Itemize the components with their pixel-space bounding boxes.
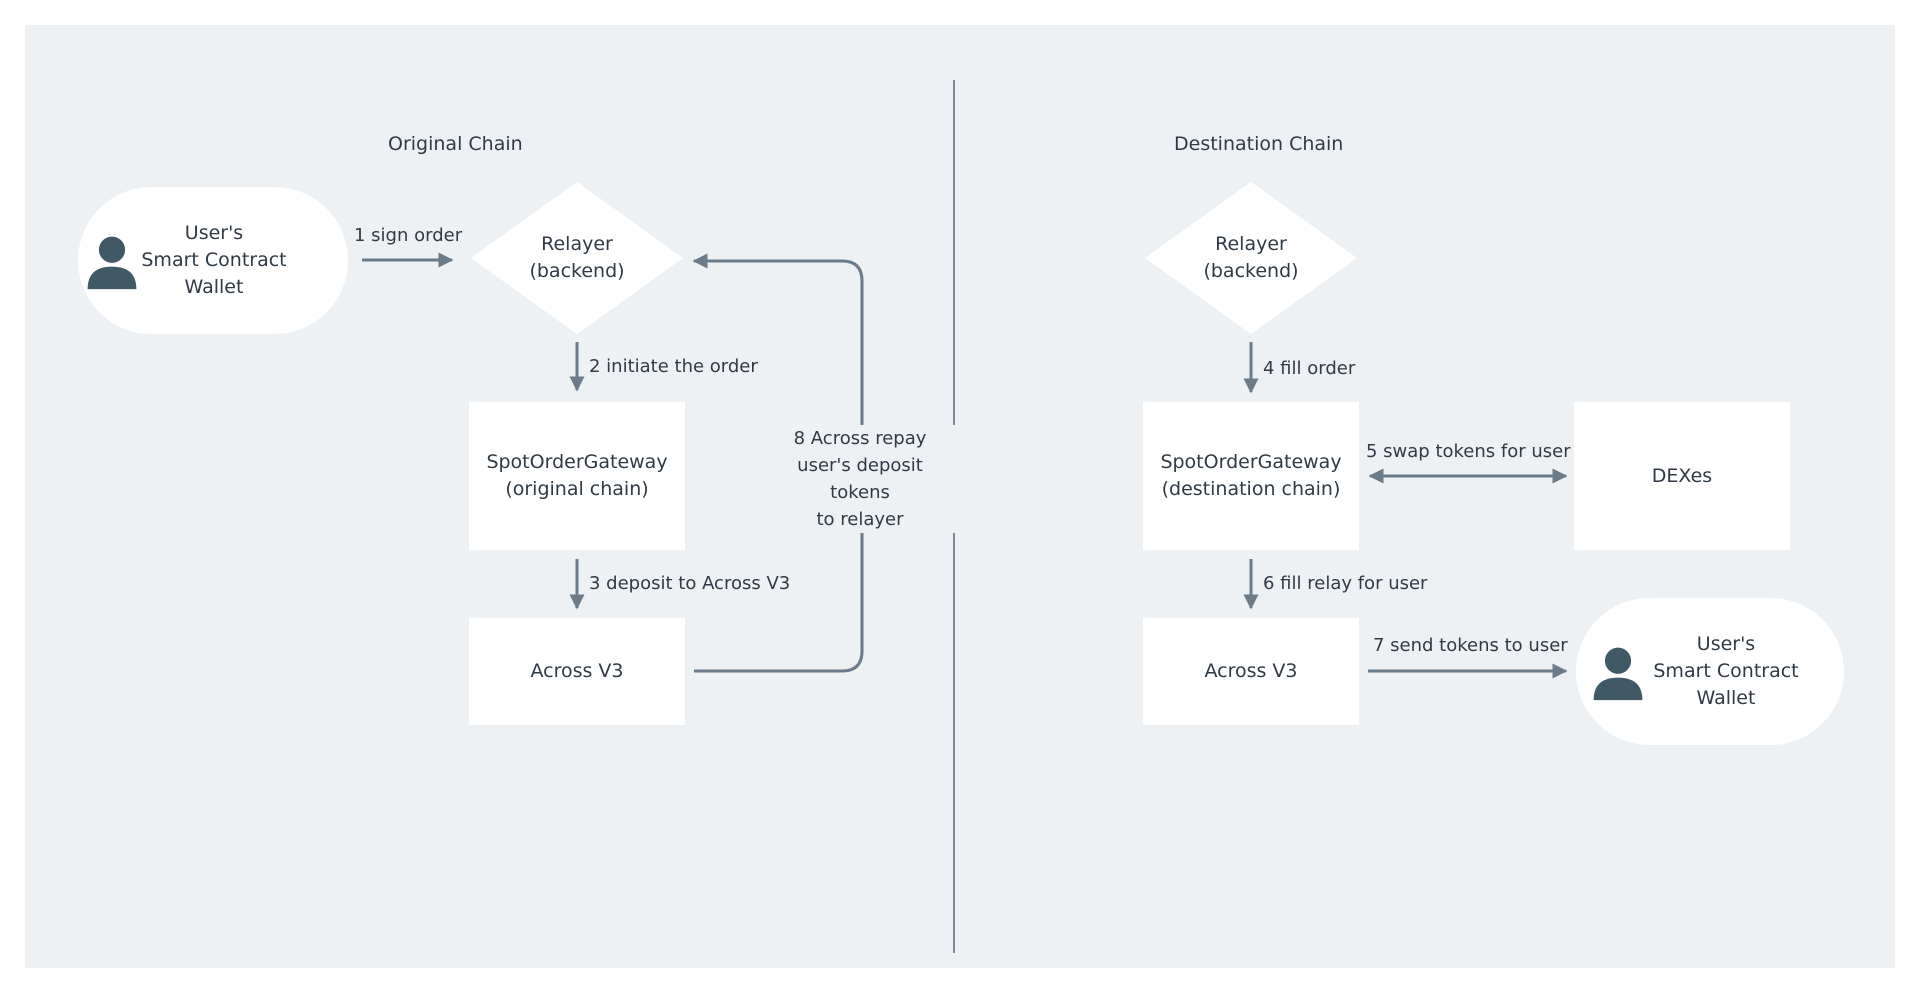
relayer-right-label: Relayer (backend) <box>1203 233 1299 282</box>
across-v3-right: Across V3 <box>1143 618 1359 725</box>
spot-order-gateway-original-label: SpotOrderGateway (original chain) <box>486 451 668 500</box>
across-v3-left-label: Across V3 <box>530 660 624 682</box>
user-wallet-right-label: User's Smart Contract Wallet <box>1653 633 1799 709</box>
edge-2-label: 2 initiate the order <box>589 356 758 377</box>
relayer-left: Relayer (backend) <box>471 182 683 334</box>
edge-6-label: 6 fill relay for user <box>1263 573 1428 594</box>
user-wallet-right: User's Smart Contract Wallet <box>1576 598 1844 745</box>
spot-order-gateway-original: SpotOrderGateway (original chain) <box>469 402 685 550</box>
edge-3-label: 3 deposit to Across V3 <box>589 573 791 594</box>
across-v3-right-label: Across V3 <box>1204 660 1298 682</box>
spot-order-gateway-destination-label: SpotOrderGateway (destination chain) <box>1160 451 1342 500</box>
user-wallet-left-label: User's Smart Contract Wallet <box>141 222 287 298</box>
relayer-left-diamond <box>471 182 683 334</box>
edge-1-label: 1 sign order <box>354 225 463 246</box>
original-chain-title: Original Chain <box>388 133 523 155</box>
dexes: DEXes <box>1574 402 1790 550</box>
spot-order-gateway-destination: SpotOrderGateway (destination chain) <box>1143 402 1359 550</box>
edge-8-label: 8 Across repay user's deposit tokens to … <box>765 425 955 533</box>
relayer-left-label: Relayer (backend) <box>529 233 625 282</box>
edge-5-label: 5 swap tokens for user <box>1366 441 1571 462</box>
edge-4-label: 4 fill order <box>1263 358 1356 379</box>
destination-chain-title: Destination Chain <box>1174 133 1344 155</box>
relayer-right-diamond <box>1145 182 1357 334</box>
dexes-label: DEXes <box>1651 464 1713 487</box>
edge-7-label: 7 send tokens to user <box>1373 635 1568 656</box>
user-wallet-left: User's Smart Contract Wallet <box>78 187 348 334</box>
relayer-right: Relayer (backend) <box>1145 182 1357 334</box>
user-avatar-icon <box>87 236 137 290</box>
across-v3-left: Across V3 <box>469 618 685 725</box>
user-avatar-icon <box>1593 647 1643 701</box>
